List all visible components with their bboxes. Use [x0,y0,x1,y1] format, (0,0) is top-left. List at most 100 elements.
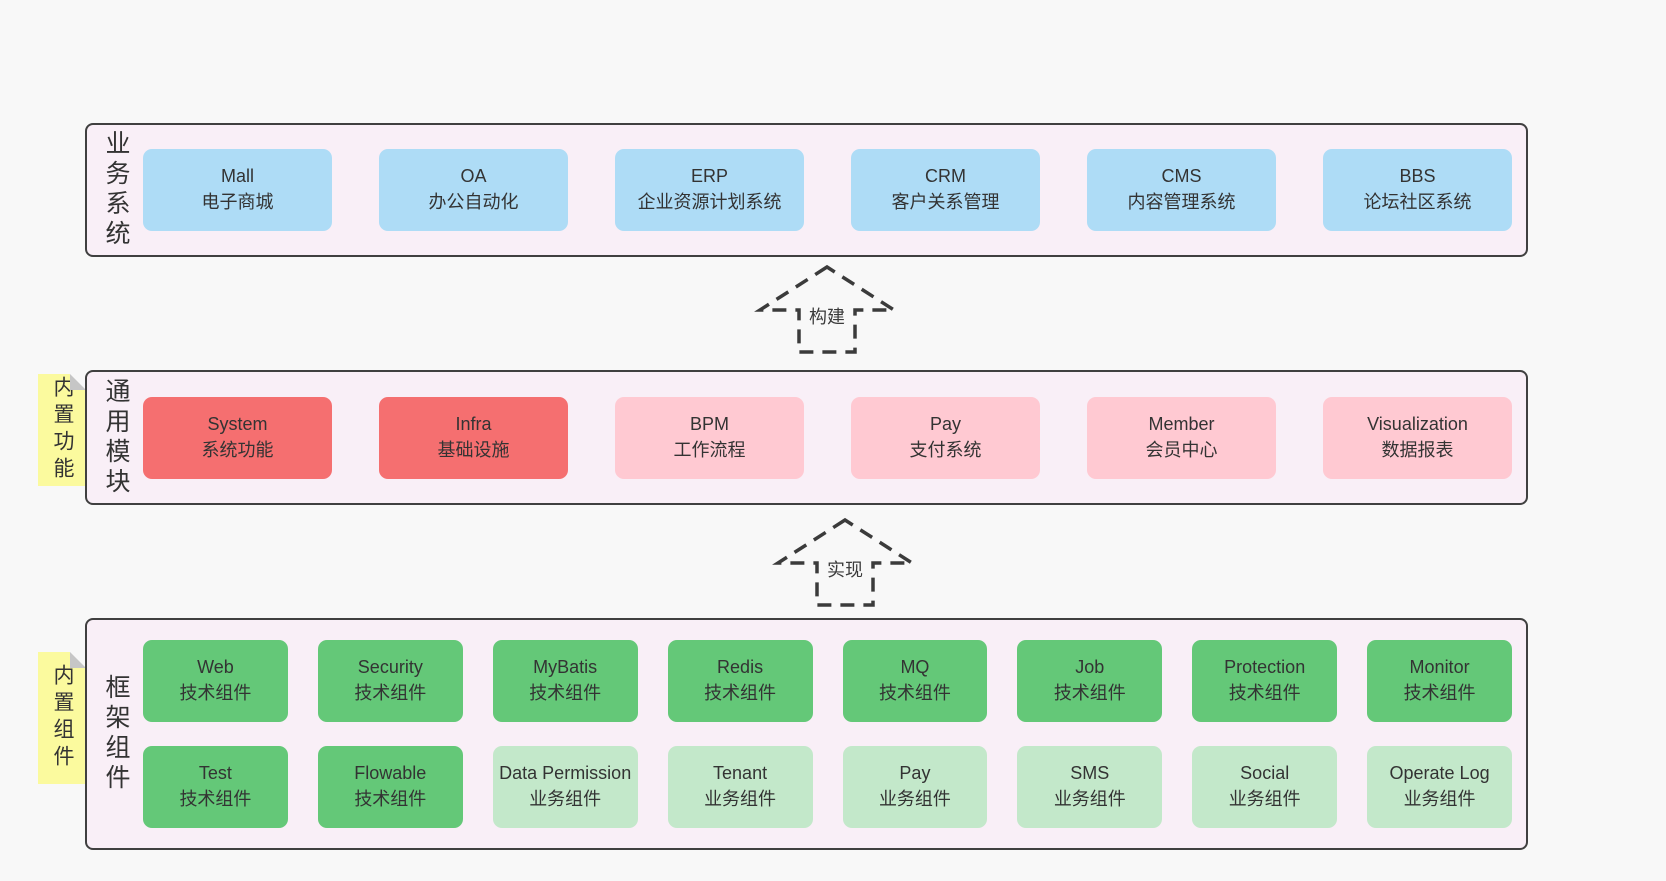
box-member: Member 会员中心 [1087,396,1276,479]
box-title: MyBatis [533,657,598,678]
box-system: System 系统功能 [143,396,332,479]
box-bbs: BBS 论坛社区系统 [1323,149,1512,231]
box-subtitle: 技术组件 [1053,683,1126,703]
box-subtitle: 内容管理系统 [1127,192,1236,212]
box-subtitle: 技术组件 [354,683,427,703]
box-title: Infra [455,413,492,434]
up-arrow-icon [772,517,918,607]
box-subtitle: 业务组件 [704,789,777,809]
box-protection: Protection 技术组件 [1192,640,1338,722]
box-title: Member [1148,413,1215,434]
box-title: OA [460,166,487,187]
box-monitor: Monitor 技术组件 [1367,640,1512,722]
box-subtitle: 系统功能 [201,439,274,460]
box-title: Operate Log [1389,763,1490,784]
box-subtitle: 工作流程 [673,439,746,460]
box-title: Job [1075,657,1105,678]
box-title: Pay [899,763,931,784]
box-subtitle: 技术组件 [529,683,602,703]
builtin-functions-note: 内置功能 [38,374,86,486]
build-arrow-label: 构建 [806,302,848,330]
box-title: SMS [1070,763,1110,784]
box-title: Security [357,657,423,678]
box-data-permission: Data Permission 业务组件 [492,746,638,828]
box-test: Test 技术组件 [143,746,288,828]
box-subtitle: 技术组件 [878,683,951,703]
business-systems-boxes: Mall 电子商城 OA 办公自动化 ERP 企业资源计划系统 CRM 客户关系… [143,125,1512,255]
box-subtitle: 会员中心 [1145,439,1218,460]
box-title: Visualization [1367,413,1468,434]
panel-label-framework-components: 框架组件 [102,674,130,794]
box-title: MQ [900,657,930,678]
box-title: Redis [717,657,764,678]
box-subtitle: 技术组件 [704,683,777,703]
box-flowable: Flowable 技术组件 [317,746,463,828]
box-subtitle: 企业资源计划系统 [637,192,782,212]
box-subtitle: 技术组件 [179,683,252,703]
box-redis: Redis 技术组件 [667,640,813,722]
box-bpm: BPM 工作流程 [615,396,804,479]
box-subtitle: 技术组件 [354,789,427,809]
box-subtitle: 论坛社区系统 [1363,192,1472,212]
box-subtitle: 客户关系管理 [891,192,1000,212]
up-arrow-icon [754,264,900,354]
box-visualization: Visualization 数据报表 [1323,396,1512,479]
box-subtitle: 业务组件 [1228,789,1301,809]
box-crm: CRM 客户关系管理 [851,149,1040,231]
panel-label-business-systems: 业务系统 [102,130,130,250]
box-subtitle: 技术组件 [1228,683,1301,703]
box-title: BPM [689,413,729,434]
box-title: Mall [220,166,254,187]
box-title: Monitor [1409,657,1470,678]
framework-components-panel: 框架组件 Web 技术组件 Security 技术组件 MyBatis 技术组件… [85,618,1528,850]
box-title: CRM [925,166,966,187]
box-subtitle: 业务组件 [878,789,951,809]
box-subtitle: 业务组件 [529,789,602,809]
builtin-components-note: 内置组件 [38,652,86,784]
box-cms: CMS 内容管理系统 [1087,149,1276,231]
box-security: Security 技术组件 [317,640,463,722]
box-infra: Infra 基础设施 [379,396,568,479]
box-subtitle: 电子商城 [201,192,274,212]
build-arrow: 构建 [752,262,902,357]
box-subtitle: 技术组件 [179,789,252,809]
box-title: ERP [690,166,728,187]
box-job: Job 技术组件 [1017,640,1163,722]
box-mybatis: MyBatis 技术组件 [492,640,638,722]
box-oa: OA 办公自动化 [379,149,568,231]
box-pay-system: Pay 支付系统 [851,396,1040,479]
box-tenant: Tenant 业务组件 [667,746,813,828]
box-operate-log: Operate Log 业务组件 [1367,746,1512,828]
box-title: Data Permission [499,763,632,784]
framework-components-boxes: Web 技术组件 Security 技术组件 MyBatis 技术组件 Redi… [143,620,1512,848]
box-erp: ERP 企业资源计划系统 [615,149,804,231]
note-text: 内置功能 [51,376,74,484]
box-title: Web [197,657,234,678]
box-subtitle: 支付系统 [909,439,982,460]
common-modules-panel: 通用模块 System 系统功能 Infra 基础设施 BPM 工作流程 Pay… [85,370,1528,505]
box-subtitle: 业务组件 [1403,789,1476,809]
box-mall: Mall 电子商城 [143,149,332,231]
box-social: Social 业务组件 [1192,746,1338,828]
box-pay-component: Pay 业务组件 [842,746,988,828]
box-title: Tenant [713,763,768,784]
box-title: System [207,413,268,434]
box-title: Test [198,763,232,784]
box-subtitle: 技术组件 [1403,683,1476,703]
box-subtitle: 数据报表 [1381,439,1454,460]
box-web: Web 技术组件 [143,640,288,722]
box-subtitle: 业务组件 [1053,789,1126,809]
box-mq: MQ 技术组件 [842,640,988,722]
box-subtitle: 基础设施 [437,439,510,460]
business-systems-panel: 业务系统 Mall 电子商城 OA 办公自动化 ERP 企业资源计划系统 CRM… [85,123,1528,257]
box-title: Flowable [354,763,427,784]
implement-arrow: 实现 [770,515,920,610]
box-title: BBS [1399,166,1436,187]
box-subtitle: 办公自动化 [428,192,519,212]
box-title: Protection [1224,657,1306,678]
box-title: Social [1240,763,1290,784]
note-text: 内置组件 [51,664,74,772]
box-title: Pay [929,413,962,434]
box-sms: SMS 业务组件 [1017,746,1163,828]
box-title: CMS [1161,166,1202,187]
